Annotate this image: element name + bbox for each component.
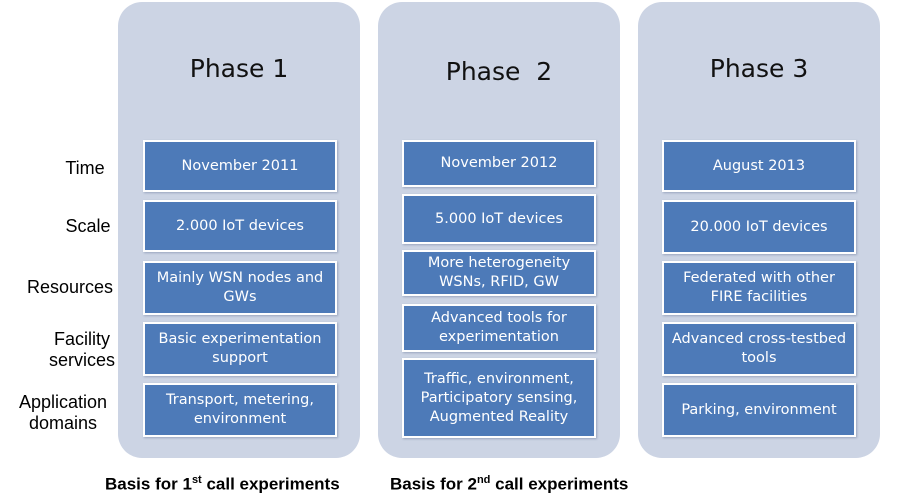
phase-3-resources: Federated with other FIRE facilities xyxy=(662,261,856,315)
phase-2-time: November 2012 xyxy=(402,140,596,187)
footer-call-2-prefix: Basis for 2 xyxy=(390,474,477,494)
phase-3-time: August 2013 xyxy=(662,140,856,192)
phase-3-title: Phase 3 xyxy=(709,54,809,83)
phase-1-scale: 2.000 IoT devices xyxy=(143,200,337,252)
footer-call-2-suffix: call experiments xyxy=(490,474,629,494)
phase-1-application-domains: Transport, metering, environment xyxy=(143,383,337,437)
footer-call-1-prefix: Basis for 1 xyxy=(105,474,192,494)
row-label-scale: Scale xyxy=(65,216,111,236)
footer-call-1: Basis for 1st call experiments xyxy=(105,474,340,495)
row-label-facility-line2: services xyxy=(48,350,115,370)
phase-3-panel: Phase 3 August 2013 20.000 IoT devices F… xyxy=(638,2,880,458)
footer-call-1-suffix: call experiments xyxy=(201,474,340,494)
row-label-application-line2: domains xyxy=(28,413,98,433)
footer-call-1-sup: st xyxy=(191,474,202,486)
phase-2-title: Phase 2 xyxy=(445,57,553,86)
phase-2-application-domains: Traffic, environment, Participatory sens… xyxy=(402,358,596,438)
phase-2-panel: Phase 2 November 2012 5.000 IoT devices … xyxy=(378,2,620,458)
phase-1-resources: Mainly WSN nodes and GWs xyxy=(143,261,337,315)
row-label-time: Time xyxy=(65,158,105,178)
phase-1-time: November 2011 xyxy=(143,140,337,192)
row-label-resources: Resources xyxy=(26,277,114,297)
phase-1-title: Phase 1 xyxy=(189,54,289,83)
row-label-application-line1: Application xyxy=(18,392,108,412)
row-label-facility-line1: Facility xyxy=(53,329,110,349)
phase-3-facility-services: Advanced cross-testbed tools xyxy=(662,322,856,376)
phase-3-scale: 20.000 IoT devices xyxy=(662,200,856,254)
phase-3-application-domains: Parking, environment xyxy=(662,383,856,437)
phase-2-facility-services: Advanced tools for experimentation xyxy=(402,304,596,352)
phase-1-facility-services: Basic experimentation support xyxy=(143,322,337,376)
phase-2-resources: More heterogeneity WSNs, RFID, GW xyxy=(402,250,596,296)
phase-2-scale: 5.000 IoT devices xyxy=(402,194,596,244)
footer-call-2: Basis for 2nd call experiments xyxy=(390,474,628,495)
row-label-application-domains: Application domains xyxy=(4,392,122,434)
row-label-facility-services: Facility services xyxy=(22,329,142,371)
footer-call-2-sup: nd xyxy=(476,474,491,486)
phase-1-panel: Phase 1 November 2011 2.000 IoT devices … xyxy=(118,2,360,458)
